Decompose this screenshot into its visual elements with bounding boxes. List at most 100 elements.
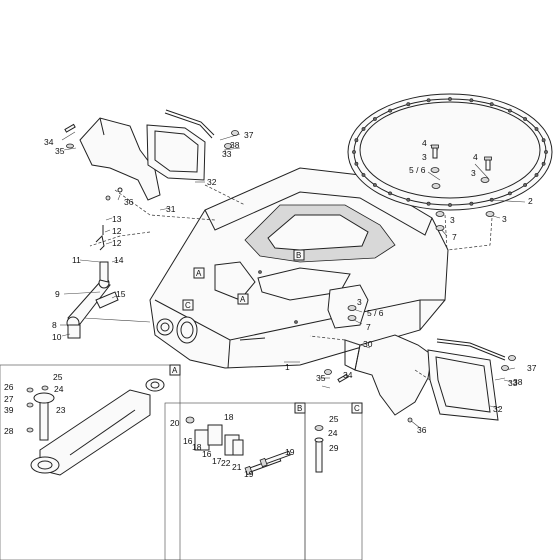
ring-bolt-hole <box>541 138 546 143</box>
part-label: 7 <box>452 232 457 242</box>
detail-ref-label: A <box>196 269 202 278</box>
fasteners <box>64 123 516 423</box>
part-label: 5 / 6 <box>409 165 426 175</box>
part-label: 12 <box>112 238 122 248</box>
part-label: 9 <box>55 289 60 299</box>
detail-ref-labels: A A B C <box>185 251 301 310</box>
ring-bolt-hole <box>354 161 359 166</box>
part-label: 35 <box>316 373 326 383</box>
ring-bolt-hole <box>534 127 539 131</box>
gasket-frame-left <box>146 124 206 181</box>
part-label: 37 <box>527 363 537 373</box>
slewing-ring <box>347 93 553 211</box>
main-housing <box>149 167 449 369</box>
ring-bolt-hole <box>426 201 431 206</box>
part-label: 3 <box>422 152 427 162</box>
detail-panel-label: C <box>354 404 360 413</box>
detail-ref-markers <box>182 249 305 311</box>
part-label: 18 <box>192 442 202 452</box>
ring-bolt-hole <box>372 183 377 187</box>
part-label: 35 <box>55 146 65 156</box>
ring-bolt-hole <box>544 150 548 154</box>
part-label: 39 <box>4 405 14 415</box>
part-label: 19 <box>244 469 254 479</box>
part-label: 27 <box>4 394 14 404</box>
ring-bolt-hole <box>426 98 431 103</box>
part-label: 16 <box>202 449 212 459</box>
detail-panel-frames <box>0 364 363 560</box>
ring-bolt-hole <box>507 191 512 196</box>
part-label: 4 <box>422 138 427 148</box>
detail-b-clamps <box>185 416 291 476</box>
detail-c-pin <box>314 425 324 473</box>
part-label: 31 <box>166 204 176 214</box>
part-label: 24 <box>54 384 64 394</box>
part-label: 28 <box>4 426 14 436</box>
ring-bolt-hole <box>361 127 366 131</box>
part-label: 10 <box>52 332 62 342</box>
ring-bolt-hole <box>534 173 539 177</box>
part-label: 37 <box>244 130 254 140</box>
part-label: 26 <box>4 382 14 392</box>
link-arm <box>66 225 119 339</box>
part-label: 3 <box>357 297 362 307</box>
detail-ref-label: B <box>296 251 301 260</box>
part-label: 2 <box>528 196 533 206</box>
part-label: 7 <box>366 322 371 332</box>
ring-bolt-hole <box>469 201 474 206</box>
part-label: 5 / 6 <box>367 308 384 318</box>
part-label: 19 <box>285 447 295 457</box>
part-label: 36 <box>124 197 134 207</box>
part-label: 34 <box>44 137 54 147</box>
ring-bolt-hole <box>388 191 393 196</box>
ring-bolt-hole <box>354 138 359 143</box>
part-label: 36 <box>417 425 427 435</box>
ring-bolt-hole <box>406 197 411 202</box>
detail-panel-labels: A B C <box>172 366 360 413</box>
part-label: 3 <box>471 168 476 178</box>
part-label: 12 <box>112 226 122 236</box>
part-number-labels: 1 2 3 3 3 3 3 4 4 5 / 6 5 / 6 7 7 8 9 10… <box>4 130 537 479</box>
part-label: 34 <box>343 370 353 380</box>
part-label: 38 <box>230 140 240 150</box>
ring-bolt-hole <box>388 108 393 113</box>
part-label: 25 <box>53 372 63 382</box>
part-label: 14 <box>114 255 124 265</box>
part-label: 24 <box>328 428 338 438</box>
part-label: 22 <box>221 458 231 468</box>
detail-panel-label: A <box>172 366 178 375</box>
part-label: 33 <box>508 378 518 388</box>
part-label: 32 <box>493 404 503 414</box>
ring-bolt-hole <box>523 183 528 187</box>
part-label: 13 <box>112 214 122 224</box>
detail-ref-label: A <box>240 295 246 304</box>
detail-ref-label: C <box>185 301 191 310</box>
ring-bolt-hole <box>352 150 356 154</box>
part-label: 20 <box>170 418 180 428</box>
gasket-frame-right <box>427 349 499 421</box>
part-label: 21 <box>232 462 242 472</box>
part-label: 25 <box>329 414 339 424</box>
seal-strip-right <box>436 338 506 361</box>
part-label: 30 <box>363 339 373 349</box>
detail-a-cylinder <box>26 378 165 476</box>
part-label: 32 <box>207 177 217 187</box>
ring-bolt-hole <box>372 117 377 121</box>
part-label: 23 <box>56 405 66 415</box>
seal-strip-left <box>164 109 215 139</box>
ring-bolt-hole <box>406 102 411 107</box>
ring-bolt-hole <box>448 203 452 207</box>
part-label: 16 <box>183 436 193 446</box>
part-label: 17 <box>212 456 222 466</box>
part-label: 15 <box>116 289 126 299</box>
part-label: 1 <box>285 362 290 372</box>
ring-bolt-hole <box>507 108 512 113</box>
part-label: 33 <box>222 149 232 159</box>
ring-bolt-hole <box>541 161 546 166</box>
part-label: 11 <box>72 255 81 265</box>
part-label: 29 <box>329 443 339 453</box>
cover-plate-left <box>79 117 161 201</box>
ring-bolt-hole <box>523 117 528 121</box>
ring-bolt-hole <box>448 97 452 101</box>
